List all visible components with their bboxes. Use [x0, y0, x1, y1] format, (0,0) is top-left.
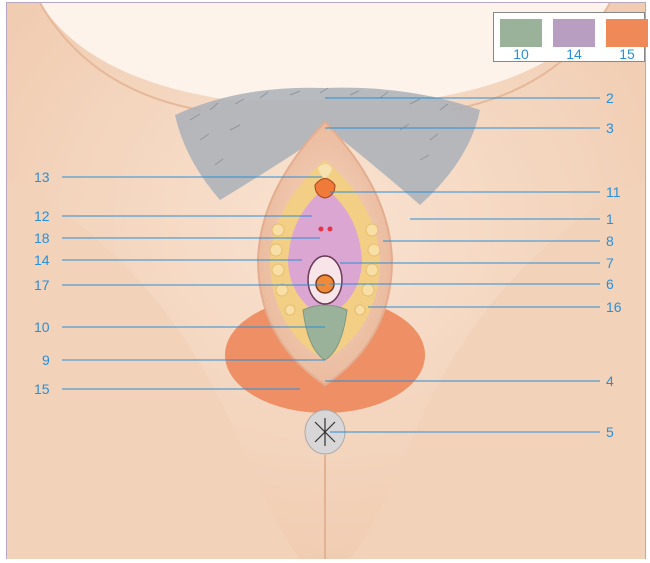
label-9: 9: [42, 352, 50, 368]
legend-swatch-15: [606, 19, 648, 47]
legend-label-14: 14: [553, 46, 595, 62]
legend-label-15: 15: [606, 46, 648, 62]
label-7: 7: [606, 255, 614, 271]
label-5: 5: [606, 424, 614, 440]
label-12: 12: [34, 208, 50, 224]
label-13: 13: [34, 169, 50, 185]
label-1: 1: [606, 211, 614, 227]
label-17: 17: [34, 277, 50, 293]
label-11: 11: [606, 184, 621, 200]
label-10: 10: [34, 319, 50, 335]
legend: 10 14 15: [493, 12, 645, 62]
legend-label-10: 10: [500, 46, 542, 62]
label-18: 18: [34, 230, 50, 246]
urethral-opening: [319, 227, 324, 232]
label-16: 16: [606, 299, 622, 315]
label-2: 2: [606, 90, 614, 106]
clitoris: [315, 179, 335, 199]
legend-swatch-14: [553, 19, 595, 47]
legend-swatch-10: [500, 19, 542, 47]
label-4: 4: [606, 373, 614, 389]
label-14: 14: [34, 252, 50, 268]
label-3: 3: [606, 120, 614, 136]
label-6: 6: [606, 276, 614, 292]
label-15: 15: [34, 381, 50, 397]
label-8: 8: [606, 233, 614, 249]
